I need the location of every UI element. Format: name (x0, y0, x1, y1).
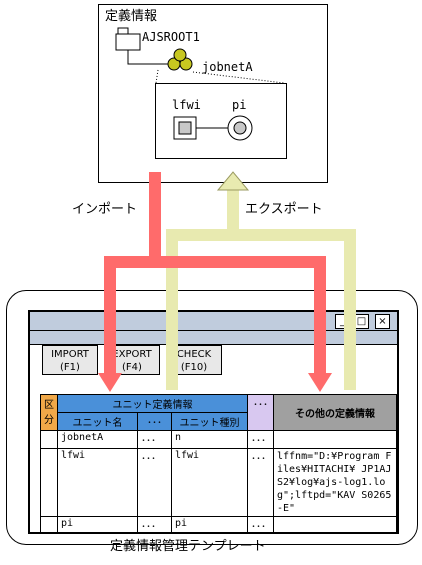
root-label: AJSROOT1 (142, 30, 200, 44)
jobnet-label: jobnetA (202, 60, 253, 74)
tab-check-line1: CHECK (176, 349, 212, 360)
other-dots-header: ･･･ (247, 394, 274, 431)
export-arrow (166, 171, 356, 390)
import-label: インポート (72, 202, 138, 217)
folder-icon (115, 27, 141, 51)
template-label: 定義情報管理テンプレート (110, 539, 266, 554)
definition-info-title: 定義情報 (105, 9, 158, 24)
close-button[interactable]: × (375, 314, 390, 329)
cell-other[interactable]: lffnm="D:¥Program Files¥HITACHI¥ JP1AJS2… (273, 448, 397, 517)
definition-table: 区分 ユニット定義情報 ･･･ その他の定義情報 ユニット名 ･･･ ユニット種… (40, 394, 397, 532)
cell-unit-type[interactable]: lfwi (171, 448, 248, 517)
tab-import-line2: (F1) (60, 362, 80, 373)
table-row: pi ･･･ pi ･･･ (40, 516, 397, 532)
table-row: lfwi ･･･ lfwi ･･･ lffnm="D:¥Program File… (40, 448, 397, 517)
template-window: _ □ × IMPORT (F1) EXPORT (F4) CHECK (F10… (28, 310, 399, 534)
window-toolbar (30, 331, 397, 345)
unit-def-header: ユニット定義情報 (57, 394, 248, 413)
unit-icons (173, 115, 253, 141)
import-arrow (98, 172, 332, 392)
window-titlebar: _ □ × (30, 312, 397, 331)
col-dots: ･･･ (137, 412, 172, 431)
kubun-header: 区分 (40, 394, 58, 431)
pi-icon (227, 115, 253, 141)
col-unit-name: ユニット名 (57, 412, 138, 431)
unit-b-label: pi (232, 98, 247, 112)
tab-export-line2: (F4) (122, 362, 142, 373)
unit-a-label: lfwi (172, 98, 201, 112)
definition-tree-diagram (115, 27, 285, 84)
tab-check-line2: (F10) (180, 362, 208, 373)
export-label: エクスポート (245, 202, 323, 217)
col-unit-type: ユニット種別 (171, 412, 248, 431)
tab-import[interactable]: IMPORT (F1) (42, 345, 98, 375)
tab-import-line1: IMPORT (51, 349, 89, 360)
cell-other[interactable] (273, 516, 397, 532)
tab-export-line1: EXPORT (112, 349, 152, 360)
other-def-header: その他の定義情報 (273, 394, 397, 431)
jobnet-icon (167, 48, 193, 71)
